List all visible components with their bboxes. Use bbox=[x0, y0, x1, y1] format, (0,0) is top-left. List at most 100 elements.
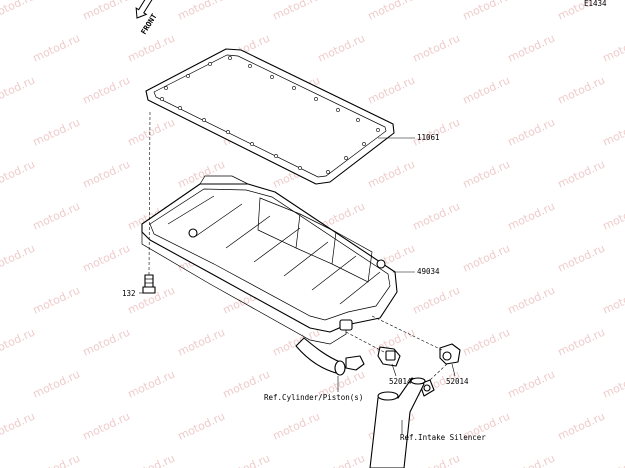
leader-fitting-right bbox=[451, 363, 456, 377]
watermark-text: motod.ru bbox=[601, 368, 625, 401]
gasket-hole bbox=[202, 118, 206, 122]
callout-49034: 49034 bbox=[417, 267, 440, 276]
watermark-text: motod.ru bbox=[411, 32, 462, 65]
gasket-hole bbox=[326, 170, 330, 174]
diagram-code: E1434 bbox=[584, 0, 607, 8]
front-arrow-icon bbox=[135, 0, 157, 19]
gasket-bolt-holes bbox=[160, 56, 380, 174]
watermark-text: motod.ru bbox=[81, 158, 132, 191]
watermark-text: motod.ru bbox=[506, 284, 557, 317]
ref-cylinder-piston: Ref.Cylinder/Piston(s) bbox=[264, 393, 363, 402]
oil-pan bbox=[141, 175, 398, 345]
callout-52014-right: 52014 bbox=[446, 377, 469, 386]
watermark-text: motod.ru bbox=[81, 326, 132, 359]
callout-52014-left: 52014 bbox=[389, 377, 412, 386]
gasket-hole bbox=[228, 56, 232, 60]
watermark-text: motod.ru bbox=[601, 284, 625, 317]
watermark-text: motod.ru bbox=[0, 0, 37, 23]
watermark-text: motod.ru bbox=[556, 410, 607, 443]
watermark-text: motod.ru bbox=[176, 0, 227, 23]
watermark-text: motod.ru bbox=[31, 32, 82, 65]
watermark-text: motod.ru bbox=[366, 74, 417, 107]
watermark-text: motod.ru bbox=[0, 74, 37, 107]
watermark-text: motod.ru bbox=[271, 0, 322, 23]
fitting-left bbox=[377, 346, 401, 367]
gasket-hole bbox=[186, 74, 190, 78]
watermark-text: motod.ru bbox=[316, 452, 367, 468]
breather-hose bbox=[295, 337, 365, 376]
watermark-text: motod.ru bbox=[81, 74, 132, 107]
watermark-text: motod.ru bbox=[0, 158, 37, 191]
watermark-text: motod.ru bbox=[601, 452, 625, 468]
watermark-text: motod.ru bbox=[461, 242, 512, 275]
gasket-hole bbox=[250, 142, 254, 146]
bolt-guide bbox=[148, 111, 151, 276]
gasket-hole bbox=[362, 142, 366, 146]
watermark-text: motod.ru bbox=[411, 452, 462, 468]
watermark-text: motod.ru bbox=[126, 368, 177, 401]
watermark-text: motod.ru bbox=[411, 200, 462, 233]
watermark-text: motod.ru bbox=[221, 452, 272, 468]
watermark-text: motod.ru bbox=[461, 158, 512, 191]
watermark-text: motod.ru bbox=[506, 200, 557, 233]
watermark-text: motod.ru bbox=[176, 410, 227, 443]
watermark-text: motod.ru bbox=[176, 326, 227, 359]
watermark-text: motod.ru bbox=[461, 0, 512, 23]
callout-132: 132 bbox=[122, 289, 136, 298]
gasket-hole bbox=[208, 62, 212, 66]
watermark-text: motod.ru bbox=[81, 242, 132, 275]
gasket-hole bbox=[274, 154, 278, 158]
watermark-text: motod.ru bbox=[601, 116, 625, 149]
gasket-hole bbox=[298, 166, 302, 170]
leader-fitting-left bbox=[391, 363, 397, 377]
gasket-hole bbox=[226, 130, 230, 134]
watermark-text: motod.ru bbox=[366, 158, 417, 191]
gasket-hole bbox=[164, 86, 168, 90]
watermark-text: motod.ru bbox=[506, 32, 557, 65]
watermark-text: motod.ru bbox=[366, 0, 417, 23]
fitting-right-to-clamp bbox=[429, 363, 448, 381]
watermark-text: motod.ru bbox=[556, 242, 607, 275]
watermark-text: motod.ru bbox=[31, 200, 82, 233]
gasket-hole bbox=[178, 106, 182, 110]
watermark-text: motod.ru bbox=[556, 326, 607, 359]
watermark-text: motod.ru bbox=[0, 326, 37, 359]
watermark-text: motod.ru bbox=[506, 452, 557, 468]
watermark-text: motod.ru bbox=[31, 368, 82, 401]
watermark-text: motod.ru bbox=[506, 368, 557, 401]
gasket-hole bbox=[314, 97, 318, 101]
gasket-hole bbox=[356, 118, 360, 122]
ref-intake-silencer: Ref.Intake Silencer bbox=[400, 433, 486, 442]
fitting-right bbox=[439, 343, 461, 365]
watermark-text: motod.ru bbox=[126, 32, 177, 65]
gasket-hole bbox=[270, 75, 274, 79]
watermark-text: motod.ru bbox=[126, 116, 177, 149]
fitting-guide-right bbox=[371, 315, 443, 351]
watermark-text: motod.ru bbox=[81, 0, 132, 23]
watermark-text: motod.ru bbox=[411, 284, 462, 317]
gasket-hole bbox=[376, 128, 380, 132]
oil-pan-gasket bbox=[145, 48, 395, 185]
callout-11061: 11061 bbox=[417, 133, 440, 142]
intake-pipe bbox=[369, 377, 426, 468]
watermark-text: motod.ru bbox=[31, 284, 82, 317]
watermark-text: motod.ru bbox=[316, 32, 367, 65]
watermark-text: motod.ru bbox=[556, 74, 607, 107]
watermark-text: motod.ru bbox=[461, 74, 512, 107]
watermark-text: motod.ru bbox=[0, 410, 37, 443]
watermark-text: motod.ru bbox=[31, 116, 82, 149]
hose-clamp bbox=[419, 379, 435, 397]
watermark-text: motod.ru bbox=[126, 452, 177, 468]
watermark-text: motod.ru bbox=[271, 410, 322, 443]
watermark-text: motod.ru bbox=[0, 242, 37, 275]
gasket-hole bbox=[344, 156, 348, 160]
drain-bolt bbox=[142, 274, 156, 294]
watermark-text: motod.ru bbox=[601, 32, 625, 65]
gasket-hole bbox=[336, 108, 340, 112]
gasket-hole bbox=[292, 86, 296, 90]
watermark-text: motod.ru bbox=[601, 200, 625, 233]
gasket-hole bbox=[248, 64, 252, 68]
watermark-text: motod.ru bbox=[461, 326, 512, 359]
watermark-text: motod.ru bbox=[506, 116, 557, 149]
watermark-text: motod.ru bbox=[81, 410, 132, 443]
